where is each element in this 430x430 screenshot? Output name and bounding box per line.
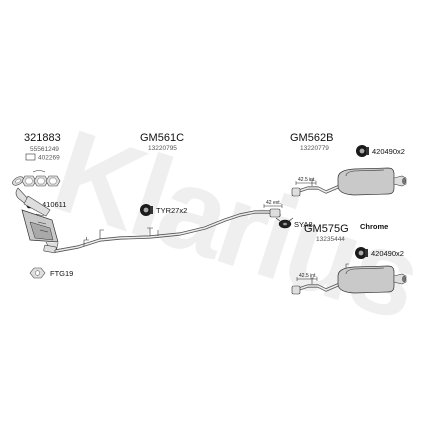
label-tyr27x2: TYR27x2 [156, 206, 187, 215]
part-code-321883: 321883 [24, 132, 61, 144]
ref-code-13235444: 13235444 [316, 236, 345, 243]
label-420490x2-bottom: 420490x2 [371, 249, 404, 258]
rubber-hanger-icon [275, 217, 294, 229]
label-ftg19: FTG19 [50, 269, 73, 278]
intermediate-pipe [54, 208, 281, 253]
dimension-42-ext: 42 ext. [263, 200, 283, 208]
label-sya8: SYA8 [294, 220, 313, 229]
part-code-gm575g: GM575G [304, 223, 349, 235]
gasket-kit-box: 402269 [25, 153, 60, 162]
ref-code-13220795: 13220795 [148, 145, 177, 152]
dim-42-ext-label: 42 ext. [266, 200, 281, 206]
label-410611: 410611 [42, 200, 66, 209]
label-chrome: Chrome [360, 222, 388, 231]
part-code-gm562b: GM562B [290, 132, 333, 144]
catalytic-converter [15, 187, 59, 254]
part-code-gm561c: GM561C [140, 132, 184, 144]
ref-code-55561249: 55561249 [30, 146, 59, 153]
label-420490x2-top: 420490x2 [372, 147, 405, 156]
flange-gasket-icon [29, 267, 46, 279]
clamp-icon-bottom [355, 247, 368, 259]
dimension-42-5-int-bottom: 42.5 int. [296, 273, 318, 281]
clamp-icon-top [356, 145, 369, 157]
dimension-42-5-int-top: 42.5 int. [295, 177, 317, 185]
rear-silencer-chrome [291, 263, 407, 295]
clamp-icon [140, 204, 153, 216]
dim-42-5-top-label: 42.5 int. [298, 177, 316, 183]
box-label-402269: 402269 [38, 155, 60, 162]
rear-silencer-top [291, 167, 407, 197]
gasket-set-icon [12, 170, 61, 187]
ref-code-13220779: 13220779 [300, 145, 329, 152]
dim-42-5-bottom-label: 42.5 int. [299, 273, 317, 279]
